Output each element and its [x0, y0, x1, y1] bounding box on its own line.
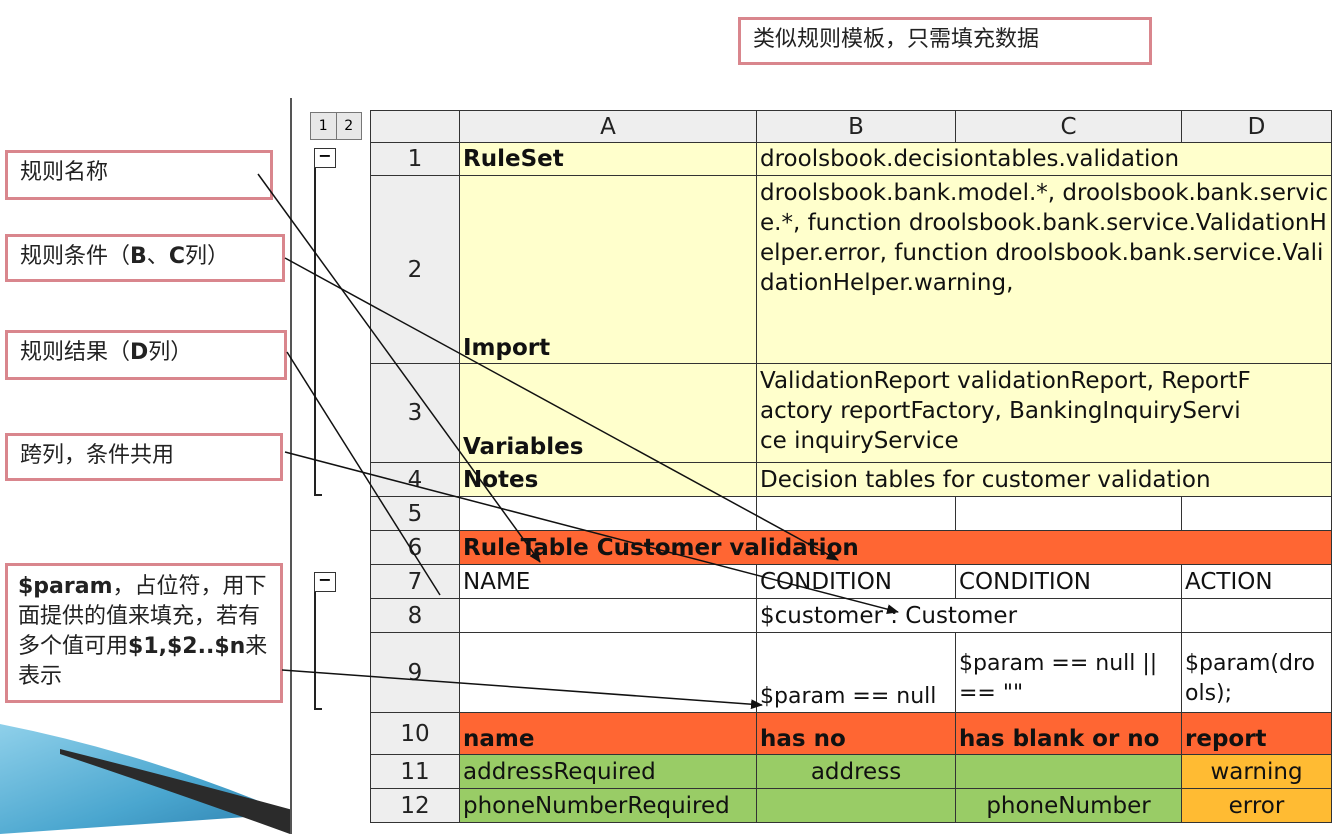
- cell-b5[interactable]: [757, 497, 956, 531]
- param-callout: $param，占位符，用下面提供的值来填充，若有多个值可用$1,$2..$n来表…: [5, 563, 283, 703]
- cell-a4[interactable]: Notes: [460, 463, 757, 497]
- cell-a2[interactable]: Import: [460, 176, 757, 364]
- outline-level-1-button[interactable]: 1: [311, 113, 337, 139]
- corner-cell[interactable]: [370, 110, 460, 143]
- cell-a8[interactable]: [460, 599, 757, 633]
- row-header-6[interactable]: 6: [370, 531, 460, 565]
- row-header-12[interactable]: 12: [370, 789, 460, 823]
- cell-a1[interactable]: RuleSet: [460, 143, 757, 176]
- conditions-text-post: 列）: [184, 244, 229, 269]
- conditions-text-c: C: [168, 244, 185, 269]
- cell-a11[interactable]: addressRequired: [460, 755, 757, 789]
- param-text-bold: $param: [18, 574, 113, 599]
- result-text-post: 列）: [148, 340, 193, 365]
- cell-d11[interactable]: warning: [1182, 755, 1332, 789]
- row-header-5[interactable]: 5: [370, 497, 460, 531]
- column-header-d[interactable]: D: [1182, 110, 1332, 143]
- cell-c9[interactable]: $param == null || == "": [956, 633, 1182, 713]
- cell-a3[interactable]: Variables: [460, 364, 757, 463]
- param-text-1: ，占位符，用下面提供的值来填充，若有多个值可用: [18, 574, 267, 659]
- cell-c5[interactable]: [956, 497, 1182, 531]
- cell-a7[interactable]: NAME: [460, 565, 757, 599]
- cell-a10[interactable]: name: [460, 713, 757, 755]
- conditions-text-sep: 、: [146, 244, 169, 269]
- row-header-2[interactable]: 2: [370, 176, 460, 364]
- cell-a9[interactable]: [460, 633, 757, 713]
- collapse-group-2-button[interactable]: −: [314, 572, 336, 592]
- row-header-3[interactable]: 3: [370, 364, 460, 463]
- cell-d7[interactable]: ACTION: [1182, 565, 1332, 599]
- cell-b12[interactable]: [757, 789, 956, 823]
- cell-a5[interactable]: [460, 497, 757, 531]
- rule-result-callout: 规则结果（D列）: [5, 330, 287, 380]
- spreadsheet: 1 2 − − A B C D 1 2 3 4 5 6 7 8 9 10 11 …: [290, 98, 1334, 834]
- row-header-4[interactable]: 4: [370, 463, 460, 497]
- cell-b7[interactable]: CONDITION: [757, 565, 956, 599]
- param-text-bold-2: $1,$2..$n: [128, 634, 246, 659]
- column-header-c[interactable]: C: [956, 110, 1182, 143]
- rule-name-text: 规则名称: [20, 160, 109, 185]
- column-header-a[interactable]: A: [460, 110, 757, 143]
- cell-b4-merged[interactable]: Decision tables for customer validation: [757, 463, 1332, 497]
- outline-level-buttons: 1 2: [310, 112, 362, 140]
- span-columns-text: 跨列，条件共用: [20, 443, 175, 468]
- result-text-d: D: [130, 340, 149, 365]
- param-text-2: 来表示: [18, 634, 268, 689]
- cell-d9[interactable]: $param(drools);: [1182, 633, 1332, 713]
- cell-b8-merged[interactable]: $customer : Customer: [757, 599, 1182, 633]
- group-2-bracket: [314, 592, 322, 710]
- cell-b10[interactable]: has no: [757, 713, 956, 755]
- conditions-text-b: B: [130, 244, 147, 269]
- cell-d8[interactable]: [1182, 599, 1332, 633]
- conditions-text-pre: 规则条件（: [20, 244, 131, 269]
- rule-conditions-callout: 规则条件（B、C列）: [5, 234, 285, 282]
- cell-a12[interactable]: phoneNumberRequired: [460, 789, 757, 823]
- row-header-1[interactable]: 1: [370, 143, 460, 176]
- cell-b3-merged[interactable]: ValidationReport validationReport, Repor…: [757, 364, 1332, 463]
- cell-c10[interactable]: has blank or no: [956, 713, 1182, 755]
- row-header-7[interactable]: 7: [370, 565, 460, 599]
- cell-d10[interactable]: report: [1182, 713, 1332, 755]
- row-header-11[interactable]: 11: [370, 755, 460, 789]
- cell-b11[interactable]: address: [757, 755, 956, 789]
- template-note-text: 类似规则模板，只需填充数据: [753, 27, 1040, 52]
- cell-c7[interactable]: CONDITION: [956, 565, 1182, 599]
- outline-gutter: 1 2 − −: [292, 98, 370, 834]
- cell-b9[interactable]: $param == null: [757, 633, 956, 713]
- collapse-group-1-button[interactable]: −: [314, 148, 336, 168]
- rule-name-callout: 规则名称: [5, 150, 273, 200]
- span-columns-callout: 跨列，条件共用: [5, 433, 283, 481]
- cell-d12[interactable]: error: [1182, 789, 1332, 823]
- column-header-b[interactable]: B: [757, 110, 956, 143]
- cell-b1-merged[interactable]: droolsbook.decisiontables.validation: [757, 143, 1332, 176]
- cell-d5[interactable]: [1182, 497, 1332, 531]
- cell-c11[interactable]: [956, 755, 1182, 789]
- group-1-bracket: [314, 168, 322, 496]
- cell-b2-merged[interactable]: droolsbook.bank.model.*, droolsbook.bank…: [757, 176, 1332, 364]
- outline-level-2-button[interactable]: 2: [344, 118, 354, 134]
- cell-c12[interactable]: phoneNumber: [956, 789, 1182, 823]
- row-header-10[interactable]: 10: [370, 713, 460, 755]
- row-header-9[interactable]: 9: [370, 633, 460, 713]
- result-text-pre: 规则结果（: [20, 340, 131, 365]
- row-header-8[interactable]: 8: [370, 599, 460, 633]
- template-note-callout: 类似规则模板，只需填充数据: [738, 17, 1152, 65]
- cell-a6-merged[interactable]: RuleTable Customer validation: [460, 531, 1332, 565]
